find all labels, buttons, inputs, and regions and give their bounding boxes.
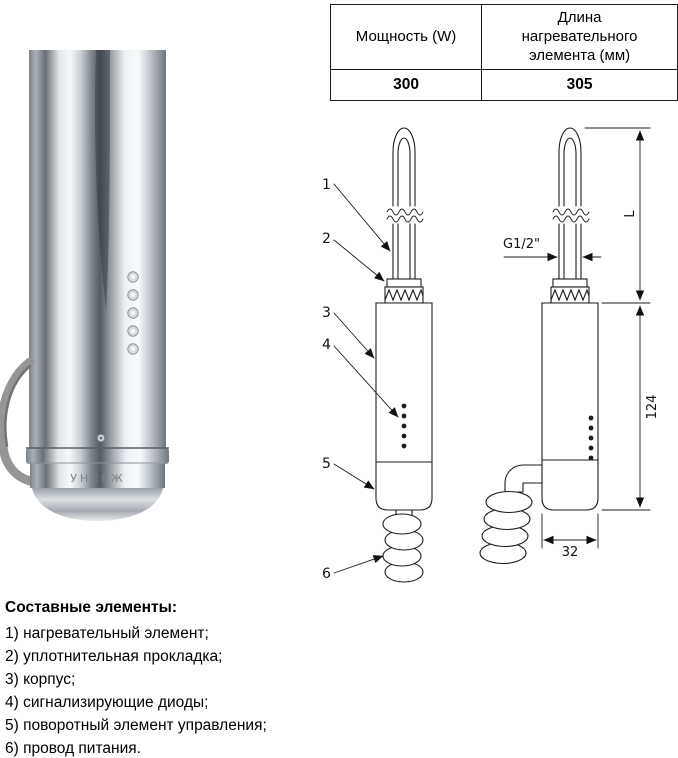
legend: Составные элементы: 1) нагревательный эл… xyxy=(5,597,267,758)
callout-6: 6 xyxy=(322,566,331,582)
power-header-label: Мощность (W) xyxy=(355,27,457,45)
callout-4: 4 xyxy=(322,337,331,353)
legend-item: 6) провод питания. xyxy=(5,740,141,757)
led-indicators xyxy=(127,271,139,355)
dim-length-label: L xyxy=(623,210,638,218)
led-dot xyxy=(127,343,139,355)
break-line xyxy=(552,215,590,223)
side-view xyxy=(479,127,599,565)
dim-diameter-label: 32 xyxy=(562,545,579,560)
legend-item: 1) нагревательный элемент; xyxy=(5,625,209,642)
callout-1: 1 xyxy=(322,177,331,193)
cord-elbow xyxy=(504,464,543,493)
gasket xyxy=(386,278,422,288)
legend-title: Составные элементы: xyxy=(5,599,178,616)
callout-5: 5 xyxy=(322,456,331,472)
legend-item: 5) поворотный элемент управления; xyxy=(5,717,267,734)
leader-line-3 xyxy=(333,312,375,359)
break-line xyxy=(386,215,424,223)
power-header-cell: Мощность (W) xyxy=(329,3,483,71)
power-cable xyxy=(0,357,35,486)
housing-body xyxy=(541,302,599,511)
legend-item: 2) уплотнительная прокладка; xyxy=(5,648,223,665)
thread xyxy=(550,286,590,304)
dim-thread-label: G1/2" xyxy=(503,237,540,252)
spec-table: Мощность (W) Длина нагревательного элеме… xyxy=(329,3,678,102)
brand-text: УНЕРЖ xyxy=(70,472,125,485)
pipe-reflection xyxy=(95,50,110,310)
led-dot xyxy=(127,307,139,319)
heating-tube xyxy=(386,127,424,280)
pipe-body xyxy=(29,50,166,448)
emblem-mark xyxy=(96,433,106,443)
leader-line-5 xyxy=(333,463,375,490)
break-line xyxy=(552,208,590,216)
dim-height-label: 124 xyxy=(645,395,660,420)
length-header-cell: Длина нагревательного элемента (мм) xyxy=(481,3,678,71)
gasket xyxy=(552,278,588,288)
length-value-cell: 305 xyxy=(481,69,678,102)
technical-drawing: 1 2 3 4 5 6 G1/2" L 1 2 xyxy=(322,127,660,583)
cord-elbow-and-coil xyxy=(479,464,543,565)
collar-ring xyxy=(26,447,169,488)
led-dot xyxy=(127,325,139,337)
led-dot xyxy=(127,271,139,283)
spec-table-value-row: 300 305 xyxy=(329,69,678,102)
led-dots xyxy=(401,403,407,449)
leader-line-4 xyxy=(333,345,399,418)
cord-coil xyxy=(382,509,424,583)
legend-item: 3) корпус; xyxy=(5,671,76,688)
leader-line-6 xyxy=(333,555,384,574)
leader-line-1 xyxy=(333,183,391,252)
break-line xyxy=(386,208,424,216)
dimensions: G1/2" L 124 32 xyxy=(503,127,660,560)
legend-item: 4) сигнализирующие диоды; xyxy=(5,694,209,711)
power-value-cell: 300 xyxy=(329,69,483,102)
spec-table-header-row: Мощность (W) Длина нагревательного элеме… xyxy=(329,3,678,71)
callout-2: 2 xyxy=(322,231,331,247)
heating-tube xyxy=(552,127,590,280)
led-dots xyxy=(588,415,594,461)
callouts: 1 2 3 4 5 6 xyxy=(322,177,399,582)
callout-3: 3 xyxy=(322,305,331,321)
length-header-label: Длина нагревательного элемента (мм) xyxy=(521,9,638,64)
front-view xyxy=(375,127,433,583)
leader-line-2 xyxy=(333,239,385,282)
led-dot xyxy=(127,289,139,301)
thread xyxy=(384,286,424,304)
bottom-cap xyxy=(32,488,163,521)
product-photo: УНЕРЖ xyxy=(0,50,169,521)
